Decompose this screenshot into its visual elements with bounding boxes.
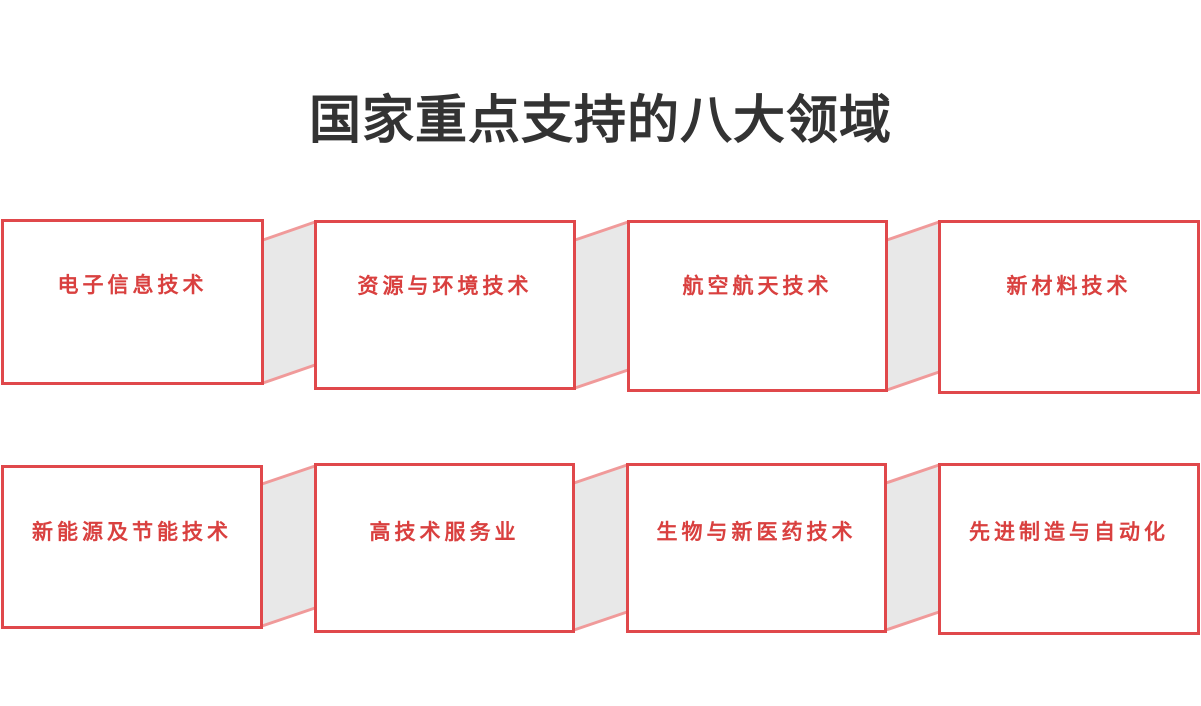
area-card: 高技术服务业 — [314, 463, 575, 633]
connector-5-6 — [262, 466, 315, 626]
area-label: 先进制造与自动化 — [969, 520, 1169, 544]
area-card: 资源与环境技术 — [314, 220, 576, 390]
connector-1-2 — [263, 222, 315, 383]
area-label: 电子信息技术 — [57, 273, 208, 297]
area-card: 电子信息技术 — [1, 219, 264, 385]
connector-3-4 — [887, 222, 939, 390]
area-card: 生物与新医药技术 — [626, 463, 887, 633]
area-card: 新能源及节能技术 — [1, 465, 263, 629]
area-label: 新能源及节能技术 — [32, 520, 232, 544]
area-label: 高技术服务业 — [369, 520, 520, 544]
area-label: 资源与环境技术 — [357, 274, 533, 298]
page-title: 国家重点支持的八大领域 — [308, 91, 892, 151]
area-card: 新材料技术 — [938, 220, 1200, 394]
area-label: 航空航天技术 — [682, 274, 833, 298]
area-label: 生物与新医药技术 — [656, 520, 857, 544]
area-card: 航空航天技术 — [627, 220, 888, 392]
area-label: 新材料技术 — [1006, 274, 1132, 298]
connector-2-3 — [575, 222, 628, 388]
connector-7-8 — [886, 465, 939, 630]
area-card: 先进制造与自动化 — [938, 463, 1200, 635]
connector-6-7 — [574, 465, 627, 630]
